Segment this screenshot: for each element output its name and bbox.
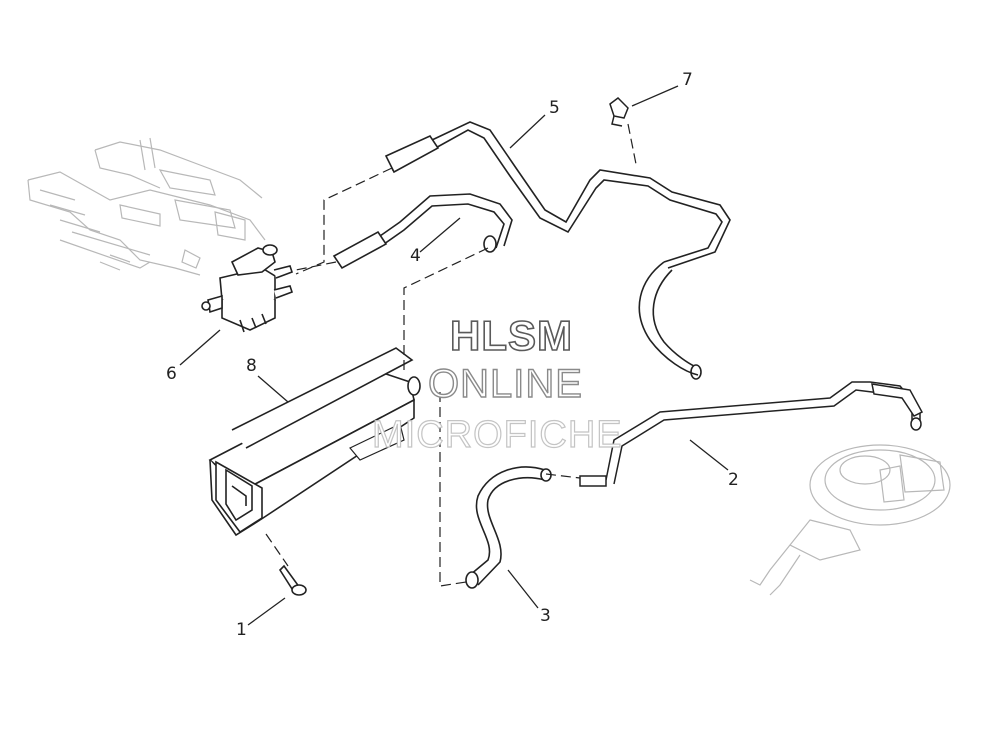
vapor-hose-5: [384, 121, 731, 380]
vapor-tube-2: [579, 381, 924, 487]
watermark-line-3: MICROFICHE: [371, 413, 623, 456]
callout-2: 2: [728, 470, 739, 490]
evap-canister: [208, 347, 421, 537]
callout-4: 4: [410, 246, 421, 266]
mounting-bolt: [278, 564, 307, 596]
watermark-line-1: HLSM: [449, 311, 573, 360]
ghost-fuel-sender: [749, 444, 951, 596]
vapor-hose-4: [332, 193, 513, 270]
callout-7: 7: [682, 70, 693, 90]
watermark-line-2: ONLINE: [427, 361, 583, 406]
callout-8: 8: [246, 356, 257, 376]
dashed-connections: [265, 123, 637, 587]
leader-lines: [179, 85, 729, 626]
callout-1: 1: [236, 620, 247, 640]
purge-solenoid-valve: [201, 244, 294, 333]
callout-5: 5: [549, 98, 560, 118]
callout-6: 6: [166, 364, 177, 384]
callout-3: 3: [540, 606, 551, 626]
hose-clip-7: [609, 97, 629, 127]
vapor-hose-3: [465, 466, 552, 589]
ghost-frame-bracket: [27, 137, 266, 276]
